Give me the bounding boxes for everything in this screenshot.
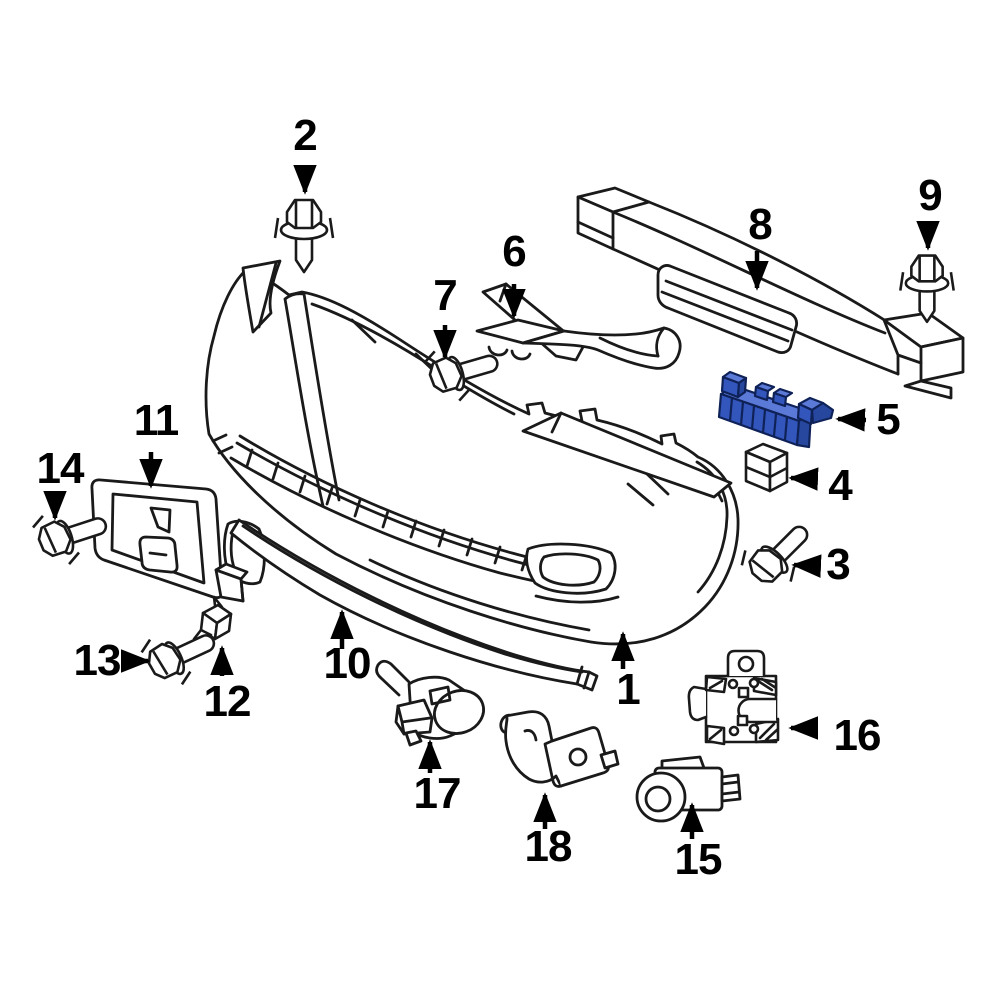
callout-10-label[interactable]: 10 [323,639,372,688]
part-side-bracket [689,651,778,744]
part-spacer-highlighted[interactable] [719,372,833,447]
callout-1-label[interactable]: 1 [616,665,641,714]
callout-9-label[interactable]: 9 [918,171,943,220]
callout-6-label[interactable]: 6 [502,227,527,276]
callout-3-arrow [791,554,822,578]
callout-5-label[interactable]: 5 [876,395,901,444]
part-sensor-bracket [499,712,618,787]
part-impact-bar [578,188,963,398]
part-parking-sensor [637,757,740,821]
callout-7-label[interactable]: 7 [433,271,458,320]
part-clip [746,444,787,491]
callout-14-label[interactable]: 14 [36,444,85,493]
callout-17-label[interactable]: 17 [413,769,462,818]
part-sensor-harness [377,661,490,745]
callout-8-label[interactable]: 8 [748,200,773,249]
callout-arrows [43,165,940,839]
part-bumper-cover [206,261,738,644]
part-bolt-2 [273,198,335,274]
callout-13-label[interactable]: 13 [73,636,122,685]
callout-15-label[interactable]: 15 [674,835,723,884]
part-license-bracket [92,480,247,601]
callout-4-arrow [788,467,819,491]
callout-5-arrow [835,408,866,432]
callout-4-label[interactable]: 4 [828,461,853,510]
callout-3-label[interactable]: 3 [826,540,851,589]
callout-18-label[interactable]: 18 [524,822,573,871]
part-lower-molding [231,520,597,690]
part-upper-bracket [477,320,680,368]
callout-12-label[interactable]: 12 [203,677,252,726]
callout-11-label[interactable]: 11 [133,396,180,445]
callout-2-label[interactable]: 2 [293,111,318,160]
part-bolt-3 [734,508,826,600]
part-bolt-9 [899,254,955,324]
callout-16-label[interactable]: 16 [833,711,882,760]
